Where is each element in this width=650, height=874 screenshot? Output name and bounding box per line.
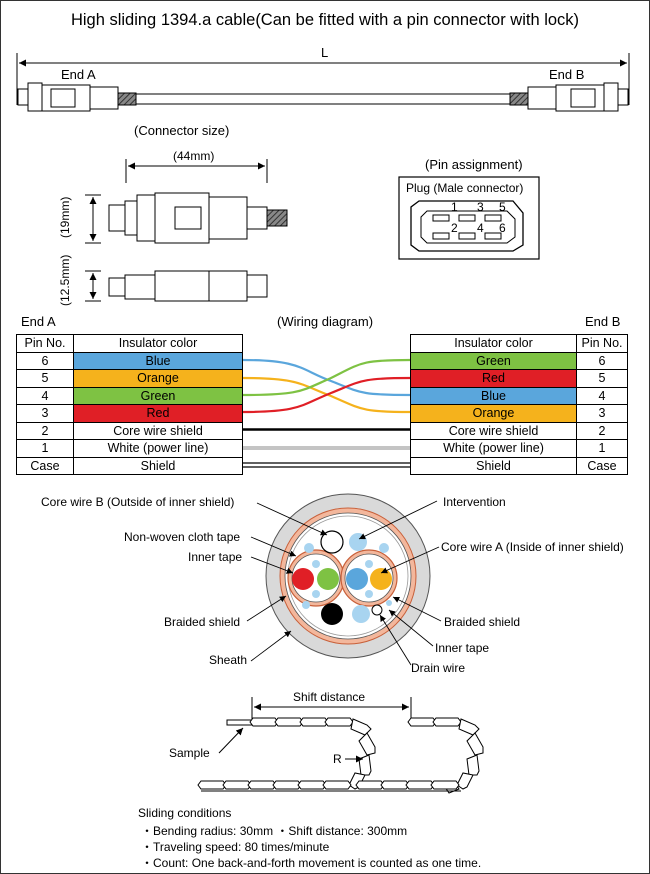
- color-header: Insulator color: [73, 334, 243, 353]
- connector-size-heading: (Connector size): [134, 123, 230, 138]
- intervention-label: Intervention: [443, 495, 506, 509]
- pin-number-cell: 6: [16, 351, 74, 370]
- pin-number-cell: 6: [576, 351, 628, 370]
- insulator-color-cell: Blue: [410, 386, 577, 405]
- pin-1-label: 1: [451, 200, 458, 214]
- pin-number-cell: 4: [16, 386, 74, 405]
- braided-shield-right-label: Braided shield: [444, 615, 521, 629]
- pin-assignment-heading: (Pin assignment): [425, 157, 523, 172]
- color-header: Insulator color: [410, 334, 577, 353]
- cable-end-b-label: End B: [549, 67, 585, 82]
- pin-assignment-box: [398, 176, 540, 260]
- pin-number-cell: 5: [576, 369, 628, 388]
- pin-header: Pin No.: [16, 334, 74, 353]
- sliding-conditions-heading: Sliding conditions: [138, 806, 232, 820]
- wiring-lines: [242, 358, 411, 468]
- core-wire-b-label: Core wire B (Outside of inner shield): [41, 495, 235, 509]
- insulator-color-cell: Orange: [410, 404, 577, 423]
- drain-wire-label: Drain wire: [411, 661, 466, 675]
- insulator-color-cell: Core wire shield: [73, 421, 243, 440]
- pin-number-cell: 3: [16, 404, 74, 423]
- pin-number-cell: 2: [16, 421, 74, 440]
- insulator-color-cell: Red: [410, 369, 577, 388]
- cable-overview: [16, 53, 630, 112]
- page-title: High sliding 1394.a cable(Can be fitted …: [70, 11, 580, 29]
- bending-radius-label: R: [333, 752, 342, 766]
- pin-number-cell: 5: [16, 369, 74, 388]
- cable-end-a-label: End A: [61, 67, 96, 82]
- sliding-diagram: [197, 697, 484, 794]
- wiring-heading: (Wiring diagram): [277, 314, 374, 329]
- insulator-color-cell: Shield: [410, 456, 577, 475]
- pin-number-cell: 1: [16, 439, 74, 458]
- pin-6-label: 6: [499, 221, 506, 235]
- insulator-color-cell: White (power line): [410, 439, 577, 458]
- cross-section-leaders: [246, 500, 442, 666]
- pin-3-label: 3: [477, 200, 484, 214]
- length-label: L: [321, 45, 329, 60]
- core-wire-a-label: Core wire A (Inside of inner shield): [441, 540, 624, 554]
- pin-number-cell: Case: [16, 456, 74, 475]
- pin-number-cell: 3: [576, 404, 628, 423]
- condition-bending: ・Bending radius: 30mm ・Shift distance: 3…: [141, 824, 408, 838]
- condition-speed: ・Traveling speed: 80 times/minute: [141, 840, 330, 854]
- insulator-color-cell: Blue: [73, 351, 243, 370]
- connector-length-label: (44mm): [173, 149, 215, 163]
- cable-cross-section: [265, 493, 431, 659]
- insulator-color-cell: Green: [410, 351, 577, 370]
- table-row: White (power line)1: [410, 439, 628, 458]
- non-woven-tape-label: Non-woven cloth tape: [124, 530, 241, 544]
- insulator-color-cell: Green: [73, 386, 243, 405]
- insulator-color-cell: White (power line): [73, 439, 243, 458]
- pin-number-cell: 4: [576, 386, 628, 405]
- inner-tape-left-label: Inner tape: [188, 550, 243, 564]
- inner-tape-right-label: Inner tape: [435, 641, 490, 655]
- pin-2-label: 2: [451, 221, 458, 235]
- pin-number-cell: 2: [576, 421, 628, 440]
- pin-4-label: 4: [477, 221, 484, 235]
- connector-thickness-label: (12.5mm): [58, 254, 72, 306]
- insulator-color-cell: Orange: [73, 369, 243, 388]
- insulator-color-cell: Shield: [73, 456, 243, 475]
- pin-5-label: 5: [499, 200, 506, 214]
- wiring-end-b-label: End B: [585, 314, 621, 329]
- insulator-color-cell: Red: [73, 404, 243, 423]
- pin-number-cell: Case: [576, 456, 628, 475]
- sample-label: Sample: [169, 746, 210, 760]
- plug-label: Plug (Male connector): [406, 181, 524, 195]
- pin-header: Pin No.: [576, 334, 628, 353]
- braided-shield-left-label: Braided shield: [164, 615, 241, 629]
- connector-height-label: (19mm): [58, 196, 72, 238]
- insulator-color-cell: Core wire shield: [410, 421, 577, 440]
- connector-size-drawing: [85, 159, 288, 302]
- sheath-label: Sheath: [209, 653, 248, 667]
- pin-number-cell: 1: [576, 439, 628, 458]
- shift-distance-label: Shift distance: [293, 690, 366, 704]
- wiring-end-a-label: End A: [21, 314, 56, 329]
- condition-count: ・Count: One back-and-forth movement is c…: [141, 856, 482, 870]
